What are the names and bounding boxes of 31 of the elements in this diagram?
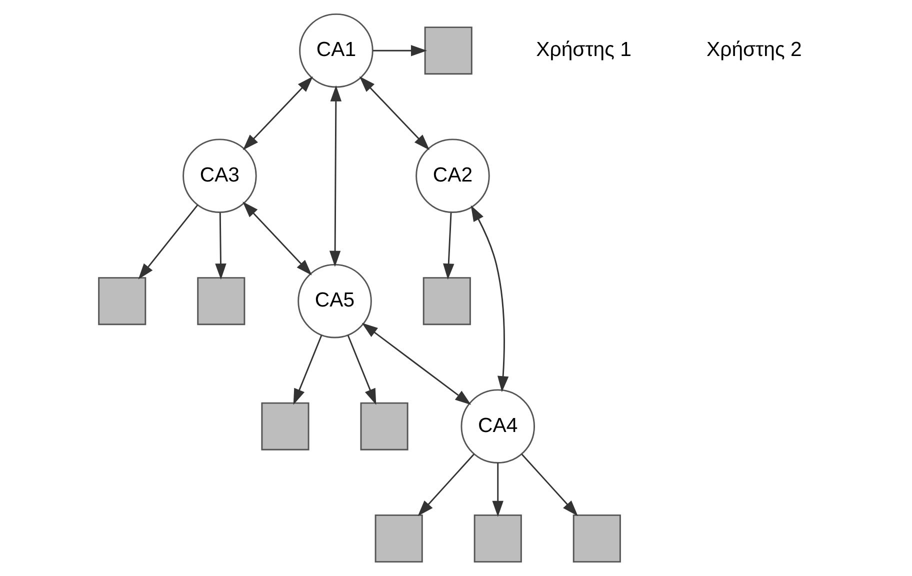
arrow (521, 454, 578, 516)
arrow (362, 322, 472, 405)
arrow (138, 204, 198, 280)
node-circle: CA1 (299, 13, 374, 88)
arrow (359, 76, 430, 150)
arrow (443, 212, 454, 280)
label: Χρήστης 1 (536, 39, 632, 61)
arrow (242, 76, 314, 150)
arrow (373, 45, 427, 56)
label: Χρήστης 2 (706, 39, 802, 61)
node-box (424, 26, 472, 75)
node-box (422, 277, 471, 326)
arrow (492, 462, 504, 517)
arrow (242, 202, 312, 276)
node-circle: CA4 (460, 389, 535, 464)
node-circle: CA5 (298, 264, 372, 338)
node-box (98, 277, 146, 326)
node-box (197, 277, 246, 326)
arrow (470, 205, 509, 392)
arrow (329, 85, 342, 267)
node-box (261, 402, 310, 450)
node-circle: CA3 (182, 138, 257, 213)
arrow (347, 335, 376, 405)
arrow (418, 454, 474, 516)
arrow (215, 212, 226, 280)
node-box (572, 514, 621, 563)
node-box (474, 514, 522, 563)
node-box (374, 514, 423, 563)
arrow (293, 335, 322, 405)
node-box (360, 402, 408, 450)
node-circle: CA2 (416, 138, 490, 213)
